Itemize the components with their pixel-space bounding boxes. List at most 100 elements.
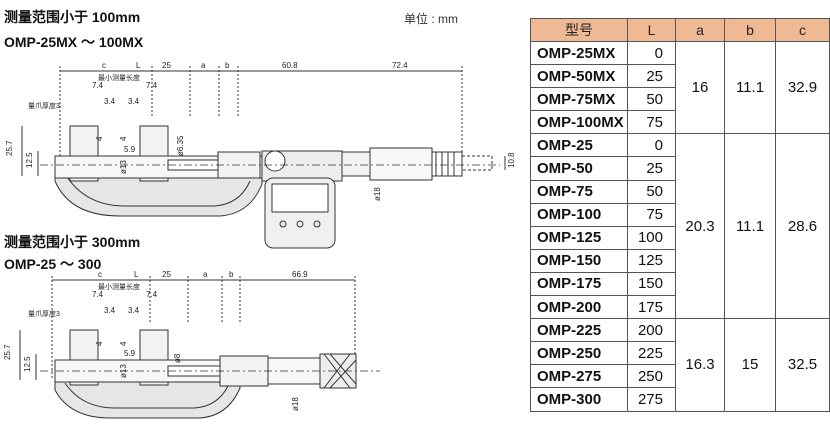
- model-cell: OMP-200: [530, 295, 628, 320]
- model-cell: OMP-75MX: [530, 87, 628, 112]
- L-cell: 125: [627, 248, 676, 273]
- L-cell: 50: [627, 87, 676, 112]
- bottom-dim-13: ø13: [119, 364, 128, 378]
- top-title-line2: OMP-25MX ～ 100MX: [4, 34, 144, 50]
- top-micrometer-drawing: c L 25 a b 60.8 72.4 7.4 7.4 3.4 3.4 最小测…: [5, 61, 516, 249]
- top-dim-635: ø6.35: [176, 135, 185, 156]
- bottom-title-line1: 测量范围小于 300mm: [4, 234, 141, 250]
- top-dim-25: 25: [162, 61, 171, 70]
- b-cell: 15: [724, 318, 776, 412]
- top-note-min-length: 最小测量长度: [98, 73, 140, 82]
- L-cell: 0: [627, 133, 676, 158]
- model-cell: OMP-250: [530, 341, 628, 366]
- b-cell: 11.1: [724, 133, 776, 320]
- top-title-line1: 测量范围小于 100mm: [4, 9, 141, 25]
- header-c: c: [775, 18, 830, 42]
- top-dim-74b: 7.4: [146, 81, 158, 90]
- L-cell: 0: [627, 40, 676, 66]
- model-cell: OMP-25MX: [530, 40, 628, 66]
- unit-label: 单位 : mm: [404, 12, 458, 26]
- top-dim-c: c: [102, 61, 106, 70]
- L-cell: 275: [627, 387, 676, 412]
- bottom-note-jaw: 量爪厚度3: [28, 309, 60, 318]
- model-cell: OMP-50: [530, 156, 628, 181]
- bottom-dim-257: 25.7: [3, 344, 12, 360]
- L-cell: 75: [627, 110, 676, 135]
- L-cell: 75: [627, 202, 676, 227]
- spec-table: 型号 L a b c OMP-25MX 0 16 11.1 32.9 OMP-5…: [530, 18, 830, 412]
- L-cell: 250: [627, 364, 676, 389]
- a-cell: 16: [675, 40, 725, 135]
- bottom-title-line2: OMP-25 ～ 300: [4, 256, 102, 272]
- c-cell: 32.9: [775, 40, 830, 135]
- header-b: b: [724, 18, 776, 42]
- bottom-dim-b: b: [229, 270, 234, 279]
- bottom-dim-34b: 3.4: [128, 306, 140, 315]
- bottom-dim-125: 12.5: [23, 356, 32, 372]
- L-cell: 50: [627, 179, 676, 204]
- table-row: OMP-25 0 20.3 11.1 28.6: [530, 133, 830, 320]
- model-cell: OMP-175: [530, 271, 628, 297]
- L-cell: 200: [627, 318, 676, 343]
- L-cell: 150: [627, 271, 676, 297]
- header-model: 型号: [530, 18, 628, 42]
- top-dim-74a: 7.4: [92, 81, 104, 90]
- b-cell: 11.1: [724, 40, 776, 135]
- top-dim-108: 10.8: [507, 152, 516, 168]
- L-cell: 100: [627, 225, 676, 250]
- table-row: OMP-25MX 0 16 11.1 32.9: [530, 40, 830, 135]
- model-cell: OMP-75: [530, 179, 628, 204]
- bottom-dim-59: 5.9: [124, 349, 136, 358]
- L-cell: 25: [627, 64, 676, 89]
- bottom-dim-74a: 7.4: [92, 290, 104, 299]
- bottom-dim-34a: 3.4: [104, 306, 116, 315]
- a-cell: 20.3: [675, 133, 725, 320]
- bottom-dim-669: 66.9: [292, 270, 308, 279]
- c-cell: 28.6: [775, 133, 830, 320]
- bottom-dim-25: 25: [162, 270, 171, 279]
- top-dim-L: L: [136, 61, 141, 70]
- model-cell: OMP-100: [530, 202, 628, 227]
- bottom-dim-L: L: [134, 270, 139, 279]
- header-a: a: [675, 18, 725, 42]
- top-dim-608: 60.8: [282, 61, 298, 70]
- bottom-dim-4b: 4: [119, 341, 128, 346]
- top-dim-4a: 4: [95, 136, 104, 141]
- bottom-dim-a: a: [203, 270, 208, 279]
- header-L: L: [627, 18, 676, 42]
- top-dim-724: 72.4: [392, 61, 408, 70]
- L-cell: 25: [627, 156, 676, 181]
- top-dim-a: a: [201, 61, 206, 70]
- top-dim-b: b: [225, 61, 230, 70]
- model-cell: OMP-300: [530, 387, 628, 412]
- top-dim-257: 25.7: [5, 140, 14, 156]
- table-header-row: 型号 L a b c: [530, 18, 830, 42]
- top-dim-59: 5.9: [124, 145, 136, 154]
- top-dim-34b: 3.4: [128, 97, 140, 106]
- model-cell: OMP-225: [530, 318, 628, 343]
- bottom-dim-4a: 4: [95, 341, 104, 346]
- model-cell: OMP-25: [530, 133, 628, 158]
- bottom-dim-18: ø18: [291, 397, 300, 411]
- model-cell: OMP-150: [530, 248, 628, 273]
- model-cell: OMP-50MX: [530, 64, 628, 89]
- table-row: OMP-225 200 16.3 15 32.5: [530, 318, 830, 412]
- top-note-jaw: 量爪厚度3: [28, 101, 60, 110]
- model-cell: OMP-125: [530, 225, 628, 250]
- a-cell: 16.3: [675, 318, 725, 412]
- L-cell: 225: [627, 341, 676, 366]
- top-dim-34a: 3.4: [104, 97, 116, 106]
- bottom-micrometer-drawing: c L 25 a b 66.9 7.4 7.4 3.4 3.4 最小测量长度 量…: [3, 270, 380, 419]
- c-cell: 32.5: [775, 318, 830, 412]
- bottom-note-min-length: 最小测量长度: [98, 282, 140, 291]
- top-dim-4b: 4: [119, 136, 128, 141]
- top-dim-13: ø13: [119, 160, 128, 174]
